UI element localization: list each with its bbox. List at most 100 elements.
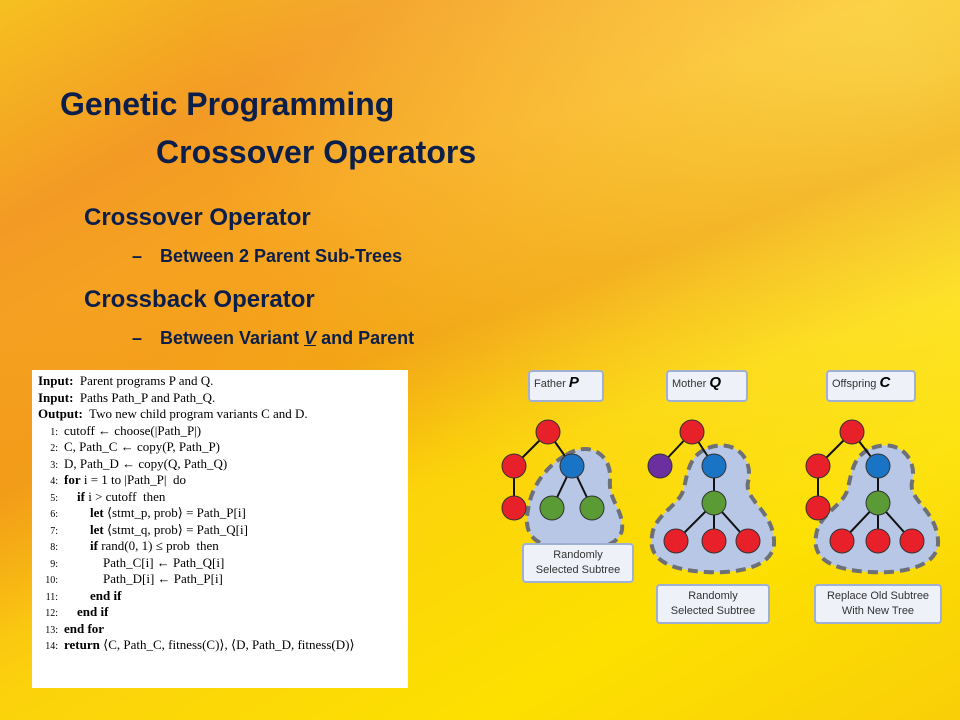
keyword: for	[64, 472, 81, 487]
tree-node	[501, 495, 527, 521]
keyword: let	[64, 505, 104, 520]
offspring-caption: Replace Old Subtree With New Tree	[814, 584, 942, 624]
caption-line: Randomly	[553, 549, 603, 561]
father-label-text: Father	[534, 378, 566, 390]
sub-bullet-post: and Parent	[316, 328, 415, 348]
dash: –	[132, 328, 143, 348]
algorithm-line: 14:return ⟨C, Path_C, fitness(C)⟩, ⟨D, P…	[38, 637, 402, 654]
algorithm-line: 12: end if	[38, 604, 402, 621]
variant-v: V	[304, 328, 317, 348]
tree-node	[559, 453, 585, 479]
offspring-letter: C	[879, 374, 891, 391]
keyword: end if	[64, 604, 109, 619]
algorithm-line: 11: end if	[38, 588, 402, 605]
line-number: 7:	[50, 525, 58, 537]
line-number: 13:	[45, 624, 58, 636]
caption-line: Randomly	[688, 590, 738, 602]
sub-bullet-crossback: –Between Variant V and Parent	[132, 328, 414, 349]
algorithm-line: 7: let ⟨stmt_q, prob⟩ = Path_Q[i]	[38, 522, 402, 539]
algorithm-line: 9: Path_C[i] ← Path_Q[i]	[38, 555, 402, 572]
tree-node	[805, 495, 831, 521]
line-number: 2:	[50, 443, 58, 454]
algorithm-line: 6: let ⟨stmt_p, prob⟩ = Path_P[i]	[38, 505, 402, 522]
keyword: Input:	[38, 373, 74, 388]
offspring-tree	[805, 419, 941, 575]
line-text: i = 1 to |Path_P| do	[80, 472, 186, 487]
tree-node	[663, 528, 689, 554]
tree-node	[579, 495, 605, 521]
caption-line: Replace Old Subtree	[826, 590, 930, 602]
line-text: cutoff ← choose(|Path_P|)	[64, 422, 202, 438]
mother-letter: Q	[709, 374, 721, 391]
algorithm-line: 5: if i > cutoff then	[38, 489, 402, 506]
slide-title-line1: Genetic Programming	[60, 86, 395, 122]
father-tree	[501, 419, 625, 552]
algorithm-line: 2: C, Path_C ← copy(P, Path_P)	[38, 439, 402, 456]
algorithm-line: 1: cutoff ← choose(|Path_P|)	[38, 423, 402, 440]
tree-node	[805, 453, 831, 479]
mother-label-text: Mother	[672, 378, 707, 390]
algorithm-line: 4:for i = 1 to |Path_P| do	[38, 472, 402, 489]
sub-bullet-text: Between 2 Parent Sub-Trees	[160, 246, 403, 266]
tree-node	[501, 453, 527, 479]
bullet-crossback: Crossback Operator	[84, 286, 315, 313]
line-text: ⟨stmt_q, prob⟩ = Path_Q[i]	[103, 521, 248, 537]
caption-line: Selected Subtree	[670, 605, 756, 617]
father-caption: Randomly Selected Subtree	[522, 543, 634, 583]
tree-node	[865, 453, 891, 479]
mother-caption: Randomly Selected Subtree	[656, 584, 770, 624]
line-number: 6:	[50, 509, 58, 520]
algorithm-box: Input: Parent programs P and Q.Input: Pa…	[32, 370, 408, 688]
sub-bullet-crossover: –Between 2 Parent Sub-Trees	[132, 246, 402, 267]
tree-node	[839, 419, 865, 445]
line-text: ⟨stmt_p, prob⟩ = Path_P[i]	[103, 505, 246, 520]
father-label: Father P	[528, 370, 604, 402]
line-text: C, Path_C ← copy(P, Path_P)	[64, 439, 221, 454]
line-text: ⟨C, Path_C, fitness(C)⟩, ⟨D, Path_D, fit…	[99, 637, 355, 652]
algorithm-line: Input: Parent programs P and Q.	[38, 373, 402, 390]
tree-node	[735, 528, 761, 554]
algorithm-line: 8: if rand(0, 1) ≤ prob then	[38, 538, 402, 555]
tree-node	[865, 528, 891, 554]
algorithm-line: Output: Two new child program variants C…	[38, 406, 402, 423]
algorithm-line: 13: end for	[38, 621, 402, 638]
offspring-label-text: Offspring	[832, 378, 877, 390]
line-number: 5:	[50, 492, 58, 504]
tree-node	[899, 528, 925, 554]
line-number: 1:	[50, 426, 58, 438]
tree-node	[701, 528, 727, 554]
line-text: i > cutoff then	[84, 488, 166, 504]
bullet-crossover: Crossover Operator	[84, 204, 311, 231]
offspring-label: Offspring C	[826, 370, 916, 402]
mother-label: Mother Q	[666, 370, 748, 402]
caption-line: With New Tree	[841, 605, 915, 617]
father-letter: P	[568, 374, 579, 391]
line-text: Paths Path_P and Path_Q.	[73, 389, 216, 405]
slide-title-line2: Crossover Operators	[156, 134, 477, 170]
keyword: Input:	[38, 389, 74, 405]
keyword: return	[64, 637, 100, 652]
tree-node	[647, 453, 673, 479]
line-number: 8:	[50, 542, 58, 553]
tree-node	[679, 419, 705, 445]
keyword: end for	[64, 620, 105, 636]
algorithm-line: Input: Paths Path_P and Path_Q.	[38, 390, 402, 407]
line-number: 10:	[45, 575, 58, 586]
line-number: 9:	[50, 558, 58, 570]
line-text: Two new child program variants C and D.	[82, 406, 308, 421]
sub-bullet-pre: Between Variant	[160, 328, 305, 348]
keyword: let	[64, 521, 104, 537]
algorithm-line: 10: Path_D[i] ← Path_P[i]	[38, 571, 402, 588]
dash: –	[132, 246, 143, 266]
keyword: Output:	[38, 406, 83, 421]
keyword: if	[64, 488, 85, 504]
line-number: 12:	[45, 608, 58, 619]
tree-node	[865, 490, 891, 516]
line-text: Path_D[i] ← Path_P[i]	[64, 571, 223, 586]
line-text: D, Path_D ← copy(Q, Path_Q)	[64, 455, 228, 471]
line-text: rand(0, 1) ≤ prob then	[97, 538, 219, 553]
tree-node	[701, 490, 727, 516]
tree-node	[539, 495, 565, 521]
tree-node	[535, 419, 561, 445]
